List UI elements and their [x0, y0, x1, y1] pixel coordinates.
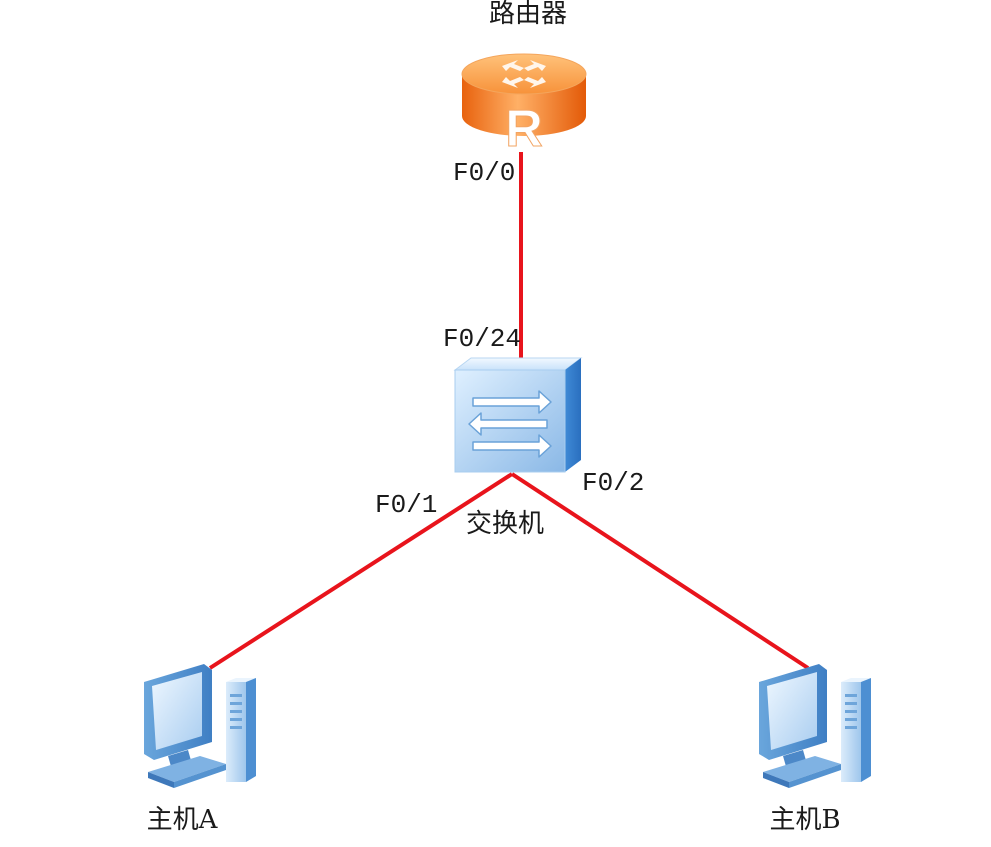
host-b-desktop-computer-icon[interactable]: [759, 664, 871, 788]
host-a-desktop-computer-icon[interactable]: [144, 664, 256, 788]
router-label: 路由器: [489, 0, 567, 29]
port-label-switch-f0-24: F0/24: [443, 324, 521, 354]
port-label-switch-f0-1: F0/1: [375, 490, 437, 520]
link-switch-host-b: [510, 472, 810, 670]
port-label-router-f0-0: F0/0: [453, 158, 515, 188]
switch-icon[interactable]: [453, 357, 583, 473]
host-a-label: 主机A: [147, 805, 219, 835]
port-label-switch-f0-2: F0/2: [582, 468, 644, 498]
svg-text:R: R: [505, 100, 543, 158]
switch-label: 交换机: [466, 509, 544, 539]
host-b-label: 主机B: [769, 805, 840, 835]
link-switch-host-a: [208, 472, 514, 670]
router-icon[interactable]: R: [461, 53, 587, 159]
